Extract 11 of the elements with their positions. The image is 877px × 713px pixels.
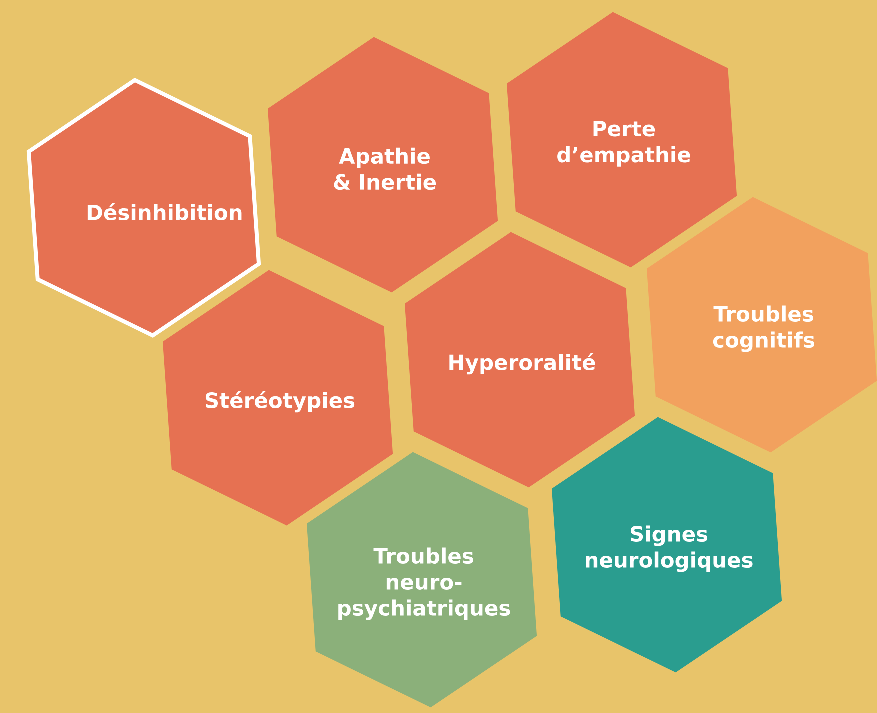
hexagon: Désinhibition bbox=[26, 78, 262, 338]
node-label: Stéréotypies bbox=[206, 391, 355, 413]
node-label: Hyperoralité bbox=[450, 353, 596, 375]
hexagon: Troubles neuro-psychiatriques bbox=[306, 452, 538, 708]
hexagon: Perte d’empathie bbox=[506, 12, 738, 268]
hexagon: Stéréotypies bbox=[162, 270, 394, 526]
hexagon: Hyperoralité bbox=[404, 232, 636, 488]
hexagon: Apathie & Inertie bbox=[268, 37, 498, 293]
hexagon: Troubles cognitifs bbox=[646, 197, 877, 453]
node-label: Apathie & Inertie bbox=[334, 148, 436, 190]
hexagon: Signes neurologiques bbox=[552, 417, 782, 673]
